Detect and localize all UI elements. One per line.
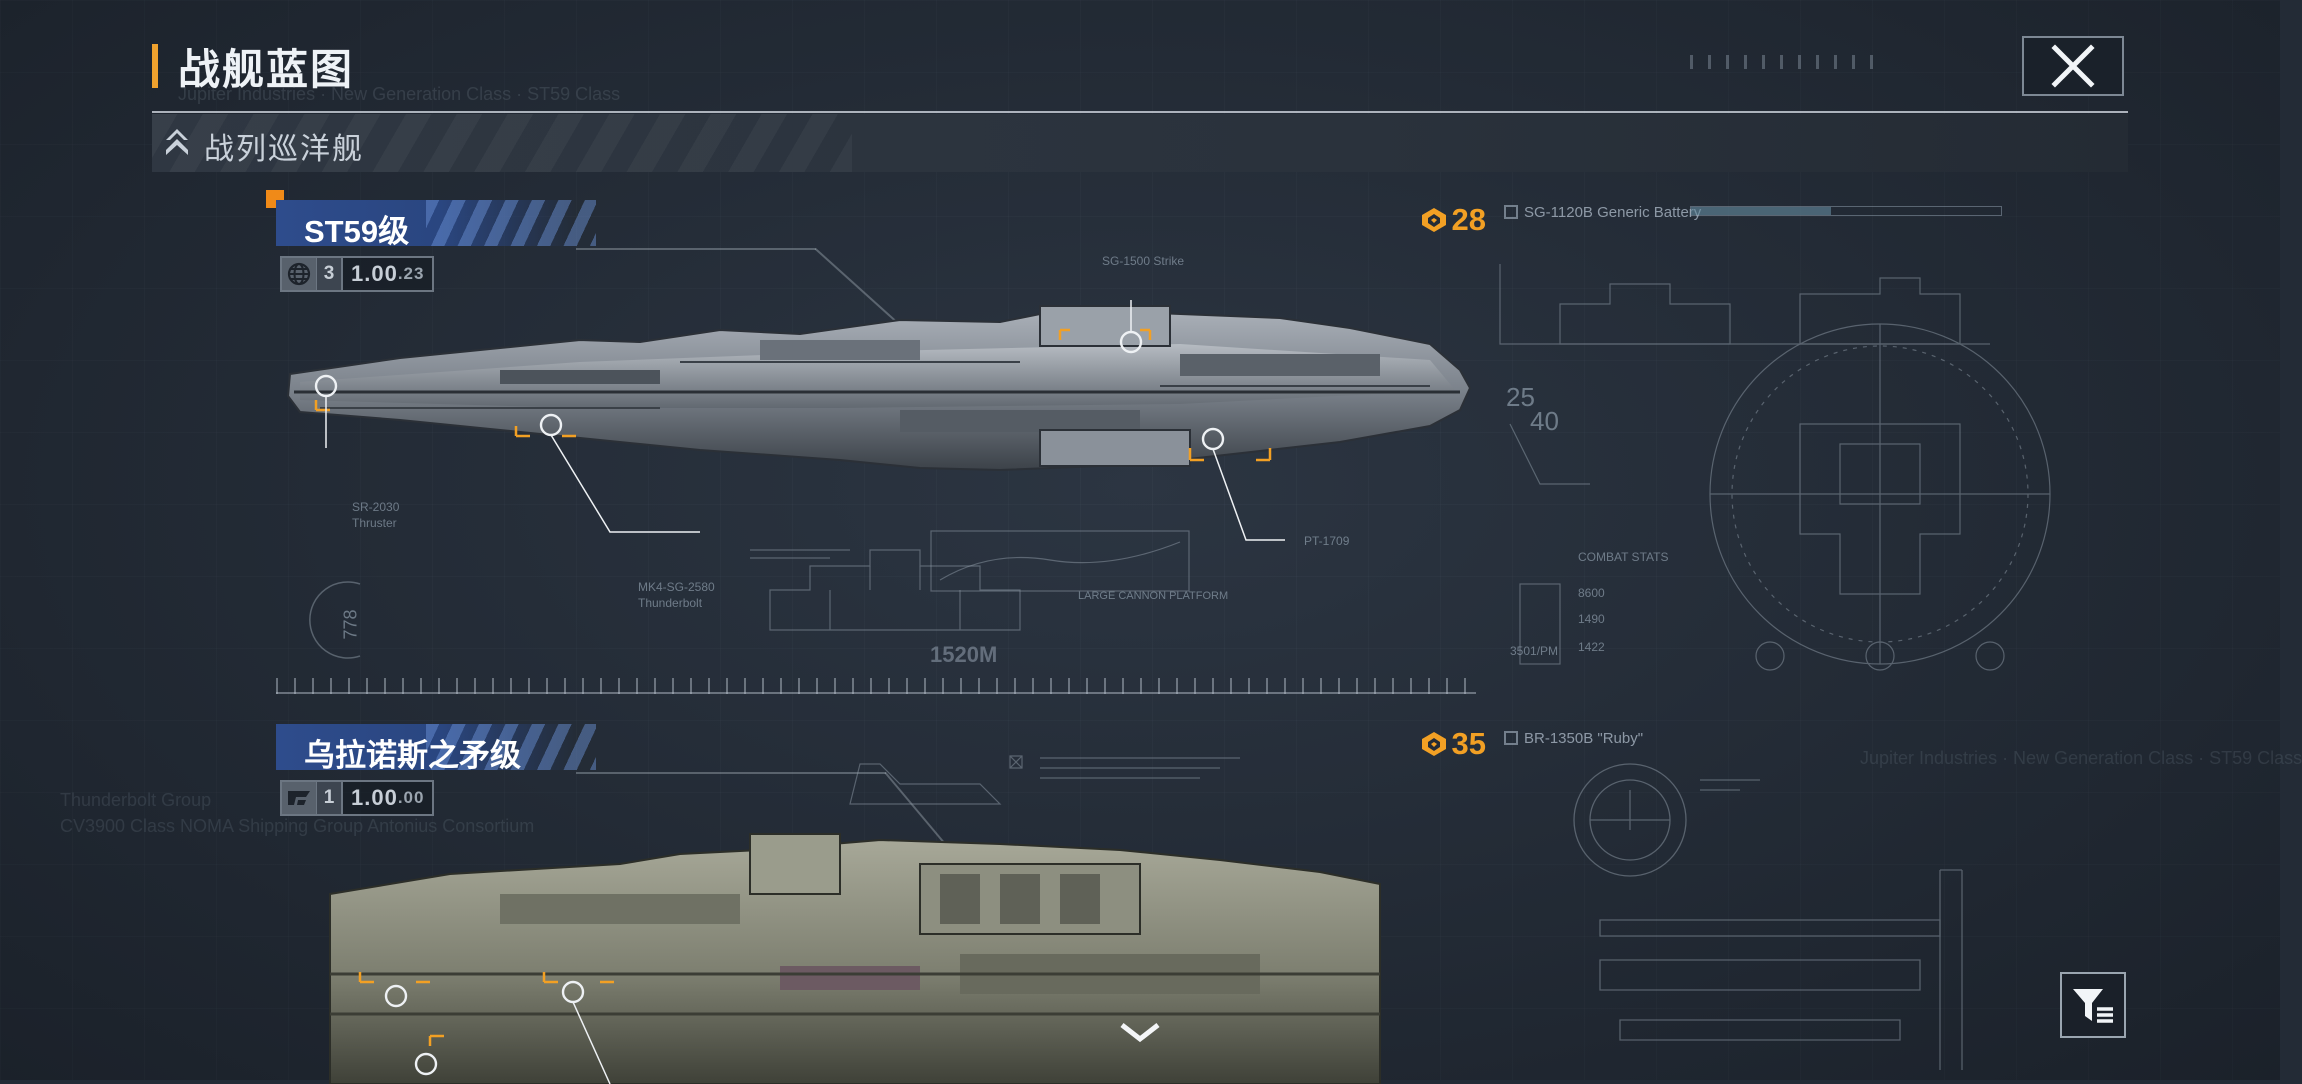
- ship-name-plate: ST59级: [276, 200, 596, 249]
- ghost-text: Jupiter Industries · New Generation Clas…: [1860, 748, 2302, 768]
- length-label: 1520M: [930, 642, 998, 667]
- ship-cost: 35: [1420, 726, 1486, 762]
- stat-value: 1422: [1578, 640, 1605, 654]
- scale-value: 25: [1506, 382, 1535, 412]
- combat-stats-label: COMBAT STATS: [1578, 550, 1669, 564]
- panel-progress: [1690, 206, 2002, 216]
- hotspot-label: MK4-SG-2580: [638, 580, 715, 594]
- page-title: 战舰蓝图: [178, 46, 355, 93]
- leader-line: [576, 772, 886, 774]
- weapon-schematic: [1573, 763, 1963, 1070]
- ship-name: ST59级: [304, 214, 410, 249]
- panel-marker: [1504, 731, 1518, 745]
- panel-marker: [1504, 205, 1518, 219]
- ship-version: 1.00 .00: [341, 782, 432, 814]
- gauge-schematic: [309, 581, 361, 659]
- specs-panel: BR-1350B "Ruby": [1490, 730, 2010, 1070]
- chevron-rank-icon: [166, 129, 188, 155]
- ship-image: [329, 833, 1381, 1084]
- ship-count: 1: [316, 782, 341, 814]
- version-main: 1.00: [351, 785, 398, 810]
- panel-progress-fill: [1691, 207, 1831, 215]
- schematic-caption: LARGE CANNON PLATFORM: [1078, 590, 1229, 602]
- category-bar: 战列巡洋舰: [152, 114, 2128, 172]
- ghost-text: CV3900 Class NOMA Shipping Group Antoniu…: [60, 816, 535, 836]
- version-main: 1.00: [351, 261, 398, 286]
- ship-meta-badge: 3 1.00 .23: [280, 256, 435, 292]
- stat-value: 1490: [1578, 612, 1605, 626]
- scale-value: 40: [1530, 406, 1559, 436]
- header-divider: [152, 111, 2128, 113]
- close-button[interactable]: [2022, 36, 2124, 96]
- panel-title: SG-1120B Generic Battery: [1524, 204, 1702, 221]
- panel-title: BR-1350B "Ruby": [1524, 730, 1644, 747]
- version-sub: .23: [397, 264, 425, 283]
- cost-value: 35: [1451, 726, 1486, 761]
- carrier-schematic: [849, 755, 1240, 805]
- category-label: 战列巡洋舰: [204, 133, 364, 166]
- specs-panel: SG-1120B Generic Battery 25 40 COMBAT ST…: [1490, 204, 2051, 684]
- leader-line: [576, 248, 816, 250]
- close-icon: [2051, 44, 2095, 88]
- graph-schematic: [930, 530, 1190, 592]
- stat-value: 8600: [1578, 586, 1605, 600]
- title-accent-bar: [152, 44, 158, 88]
- stat-value: 3501/PM: [1510, 644, 1559, 658]
- ship-card[interactable]: 乌拉诺斯之矛级 1 1.00 .00 35: [260, 724, 1486, 1084]
- hotspot-label: SR-2030: [352, 500, 400, 514]
- title-ghost-text: Jupiter Industries · New Generation Clas…: [178, 84, 621, 104]
- platform-schematic: [750, 549, 1021, 631]
- command-point-icon: [1421, 208, 1446, 232]
- hotspot-label: PT-1709: [1304, 534, 1350, 548]
- ship-count: 3: [316, 258, 341, 290]
- hotspot-label: SG-1500 Strike: [1102, 254, 1185, 268]
- turret-schematic: [1499, 264, 2051, 671]
- hotspot-sublabel: Thunderbolt: [638, 596, 703, 610]
- chevron-down-icon: [1120, 1023, 1160, 1043]
- version-sub: .00: [397, 788, 425, 807]
- ship-image: [286, 300, 1472, 541]
- filter-button[interactable]: [2060, 972, 2126, 1038]
- ship-name-plate: 乌拉诺斯之矛级: [276, 724, 596, 773]
- hotspot-sublabel: Thruster: [352, 516, 397, 530]
- gauge-value: 778: [340, 609, 361, 640]
- faction-emblem-icon: [282, 782, 316, 814]
- ship-version: 1.00 .23: [341, 258, 432, 290]
- ship-cost: 28: [1420, 202, 1486, 238]
- globe-icon: [282, 258, 316, 290]
- ship-card[interactable]: ST59级 3 1.00 .23 28: [260, 190, 1486, 700]
- cost-value: 28: [1451, 202, 1486, 237]
- ship-name: 乌拉诺斯之矛级: [304, 738, 521, 773]
- header-tick-marks: [1690, 55, 1880, 69]
- filter-icon: [2073, 989, 2113, 1023]
- ship-meta-badge: 1 1.00 .00: [280, 780, 435, 816]
- length-ruler: [276, 678, 1476, 694]
- scroll-down-button[interactable]: [1110, 1016, 1170, 1050]
- ghost-text: Thunderbolt Group: [60, 790, 212, 810]
- command-point-icon: [1421, 732, 1446, 756]
